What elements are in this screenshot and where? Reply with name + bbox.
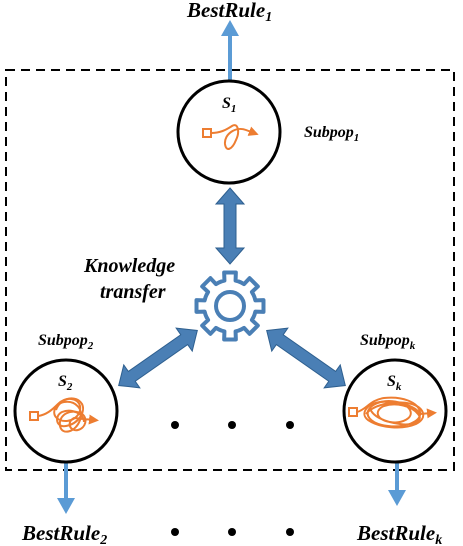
- best-rule-2-label: BestRule2: [21, 521, 107, 546]
- knowledge-label: Knowledge: [83, 255, 175, 277]
- population-boundary: [5, 69, 455, 471]
- transfer-arrow-left: [118, 327, 198, 389]
- transfer-label: transfer: [100, 281, 166, 303]
- s1-label: S1: [222, 95, 236, 115]
- subpop-k-label: Subpopk: [360, 332, 416, 352]
- trajectory-k: [348, 396, 437, 429]
- subpop-1-circle: [176, 79, 282, 185]
- gear-icon: [194, 270, 266, 342]
- trajectory-1: [202, 124, 259, 150]
- subpop-2-label: Subpop2: [38, 332, 94, 352]
- transfer-arrow-right: [266, 327, 346, 389]
- best-rule-1-arrow: [221, 20, 239, 82]
- best-rule-1-label: BestRule1: [186, 0, 272, 25]
- ellipsis-bottom: [171, 528, 294, 536]
- subpop-k-circle: [342, 358, 448, 464]
- transfer-arrow-top: [214, 187, 246, 265]
- sk-label: Sk: [387, 373, 402, 393]
- subpop-1-label: Subpop1: [304, 124, 359, 144]
- ellipsis-middle: [171, 421, 294, 429]
- best-rule-k-label: BestRulek: [356, 521, 442, 546]
- best-rule-k-arrow: [388, 462, 406, 506]
- s2-label: S2: [58, 373, 73, 393]
- best-rule-2-arrow: [57, 462, 75, 514]
- trajectory-2: [29, 397, 99, 433]
